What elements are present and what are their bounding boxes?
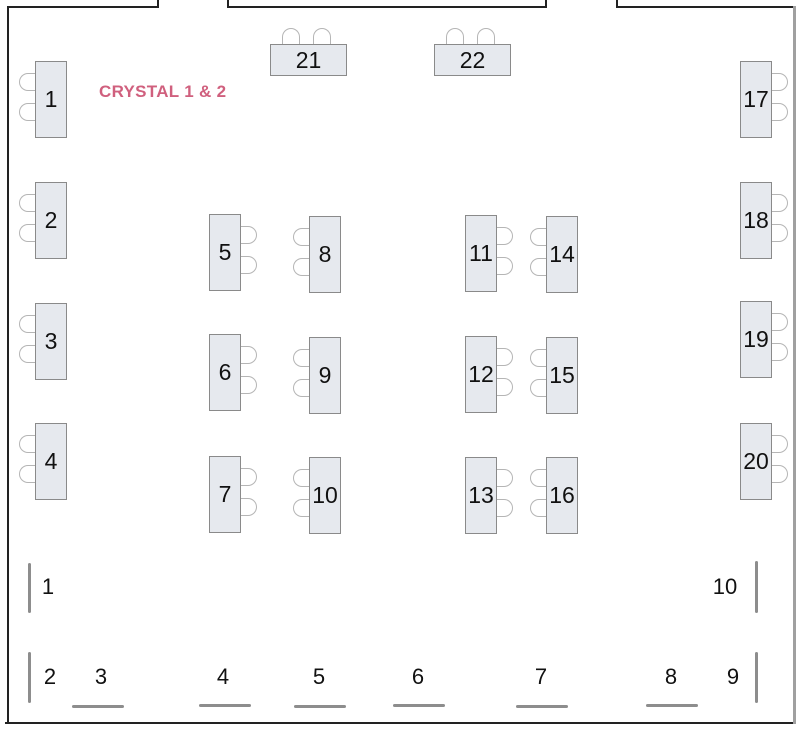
table-1[interactable]: 1 — [35, 61, 67, 138]
table-17[interactable]: 17 — [740, 61, 772, 138]
chair-icon — [19, 194, 35, 212]
chair-icon — [772, 73, 788, 91]
top-wall-middle-return-right — [545, 0, 547, 8]
bottom-wall — [5, 722, 795, 724]
chair-icon — [293, 379, 309, 397]
chair-icon — [530, 379, 546, 397]
chair-icon — [293, 349, 309, 367]
table-16[interactable]: 16 — [546, 457, 578, 534]
chair-icon — [313, 28, 331, 44]
booth-3-label[interactable]: 3 — [94, 664, 108, 689]
booth-9-marker — [755, 652, 758, 703]
table-21[interactable]: 21 — [270, 44, 347, 76]
chair-icon — [772, 224, 788, 242]
chair-icon — [530, 228, 546, 246]
chair-icon — [772, 465, 788, 483]
chair-icon — [497, 499, 513, 517]
table-15[interactable]: 15 — [546, 337, 578, 414]
booth-9-label[interactable]: 9 — [726, 664, 740, 689]
table-18[interactable]: 18 — [740, 182, 772, 259]
table-4[interactable]: 4 — [35, 423, 67, 500]
booth-10-marker — [755, 561, 758, 613]
chair-icon — [772, 103, 788, 121]
table-2[interactable]: 2 — [35, 182, 67, 259]
chair-icon — [530, 258, 546, 276]
chair-icon — [293, 258, 309, 276]
booth-6-label[interactable]: 6 — [411, 664, 425, 689]
table-12[interactable]: 12 — [465, 336, 497, 413]
chair-icon — [497, 378, 513, 396]
chair-icon — [293, 499, 309, 517]
table-3[interactable]: 3 — [35, 303, 67, 380]
top-wall-middle-return-left — [227, 0, 229, 8]
chair-icon — [19, 435, 35, 453]
chair-icon — [772, 343, 788, 361]
booth-7-marker — [516, 705, 568, 708]
booth-5-marker — [294, 705, 346, 708]
chair-icon — [772, 435, 788, 453]
chair-icon — [19, 315, 35, 333]
table-13[interactable]: 13 — [465, 457, 497, 534]
chair-icon — [772, 313, 788, 331]
table-14[interactable]: 14 — [546, 216, 578, 293]
booth-3-marker — [72, 705, 124, 708]
top-wall-left-return — [157, 0, 159, 8]
chair-icon — [293, 228, 309, 246]
chair-icon — [241, 256, 257, 274]
table-11[interactable]: 11 — [465, 215, 497, 292]
chair-icon — [241, 468, 257, 486]
chair-icon — [446, 28, 464, 44]
booth-10-label[interactable]: 10 — [712, 574, 738, 599]
chair-icon — [19, 73, 35, 91]
chair-icon — [293, 469, 309, 487]
table-22[interactable]: 22 — [434, 44, 511, 76]
booth-4-marker — [199, 704, 251, 707]
chair-icon — [530, 349, 546, 367]
booth-8-label[interactable]: 8 — [664, 664, 678, 689]
top-wall-right — [616, 6, 796, 8]
chair-icon — [497, 348, 513, 366]
table-9[interactable]: 9 — [309, 337, 341, 414]
table-5[interactable]: 5 — [209, 214, 241, 291]
chair-icon — [241, 346, 257, 364]
chair-icon — [497, 469, 513, 487]
booth-8-marker — [646, 704, 698, 707]
table-7[interactable]: 7 — [209, 456, 241, 533]
table-6[interactable]: 6 — [209, 334, 241, 411]
chair-icon — [19, 465, 35, 483]
right-wall — [793, 6, 796, 724]
chair-icon — [477, 28, 495, 44]
booth-7-label[interactable]: 7 — [534, 664, 548, 689]
chair-icon — [19, 345, 35, 363]
booth-5-label[interactable]: 5 — [312, 664, 326, 689]
table-8[interactable]: 8 — [309, 216, 341, 293]
booth-6-marker — [393, 704, 445, 707]
booth-2-marker — [28, 652, 31, 703]
booth-1-label[interactable]: 1 — [41, 574, 55, 599]
chair-icon — [19, 224, 35, 242]
table-19[interactable]: 19 — [740, 301, 772, 378]
booth-1-marker — [28, 563, 31, 613]
chair-icon — [19, 103, 35, 121]
room-title: CRYSTAL 1 & 2 — [99, 82, 227, 101]
booth-2-label[interactable]: 2 — [43, 664, 57, 689]
chair-icon — [241, 498, 257, 516]
chair-icon — [241, 226, 257, 244]
chair-icon — [497, 257, 513, 275]
chair-icon — [497, 227, 513, 245]
table-20[interactable]: 20 — [740, 423, 772, 500]
table-10[interactable]: 10 — [309, 457, 341, 534]
chair-icon — [241, 376, 257, 394]
chair-icon — [772, 194, 788, 212]
booth-4-label[interactable]: 4 — [216, 664, 230, 689]
chair-icon — [282, 28, 300, 44]
left-wall — [7, 6, 9, 724]
top-wall-middle — [227, 6, 547, 8]
top-wall-right-return — [616, 0, 618, 8]
chair-icon — [530, 499, 546, 517]
chair-icon — [530, 469, 546, 487]
top-wall-left — [7, 6, 159, 8]
